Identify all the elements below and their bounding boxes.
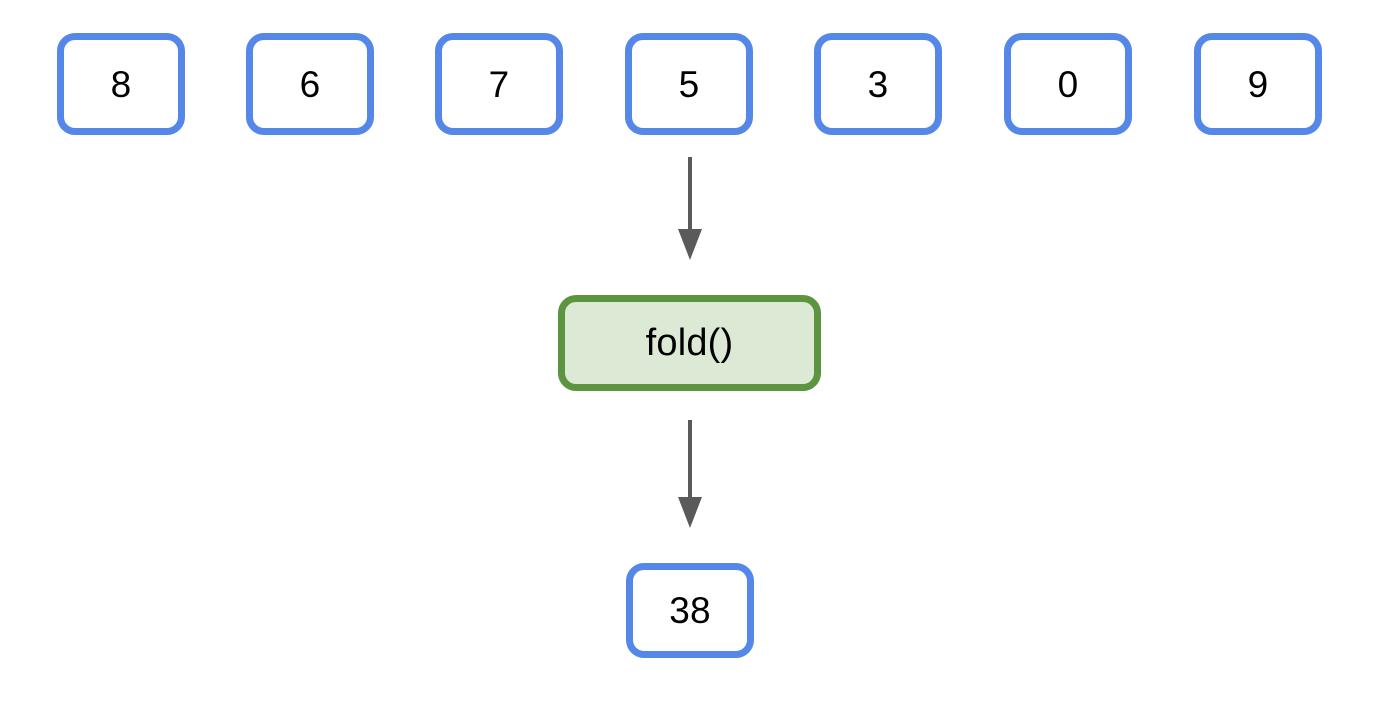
fold-function-box[interactable]: fold() bbox=[558, 295, 821, 391]
input-value-box-3[interactable]: 5 bbox=[625, 33, 753, 135]
arrow-down-icon-fold-to-result bbox=[678, 420, 702, 528]
input-value-label-6: 9 bbox=[1247, 63, 1269, 105]
result-value-box[interactable]: 38 bbox=[626, 563, 754, 658]
input-value-label-5: 0 bbox=[1057, 63, 1079, 105]
input-value-box-1[interactable]: 6 bbox=[246, 33, 374, 135]
input-value-box-5[interactable]: 0 bbox=[1004, 33, 1132, 135]
input-value-box-6[interactable]: 9 bbox=[1194, 33, 1322, 135]
input-value-label-3: 5 bbox=[678, 63, 700, 105]
input-value-box-2[interactable]: 7 bbox=[435, 33, 563, 135]
arrow-head bbox=[678, 497, 702, 528]
arrow-head bbox=[678, 229, 702, 260]
arrow-down-icon-input-to-fold bbox=[678, 157, 702, 260]
input-value-label-1: 6 bbox=[299, 63, 321, 105]
input-value-label-4: 3 bbox=[867, 63, 889, 105]
fold-function-label: fold() bbox=[645, 322, 734, 364]
input-value-label-2: 7 bbox=[488, 63, 510, 105]
input-value-label-0: 8 bbox=[110, 63, 132, 105]
input-value-box-0[interactable]: 8 bbox=[57, 33, 185, 135]
input-value-box-4[interactable]: 3 bbox=[814, 33, 942, 135]
result-value-label: 38 bbox=[669, 590, 711, 631]
